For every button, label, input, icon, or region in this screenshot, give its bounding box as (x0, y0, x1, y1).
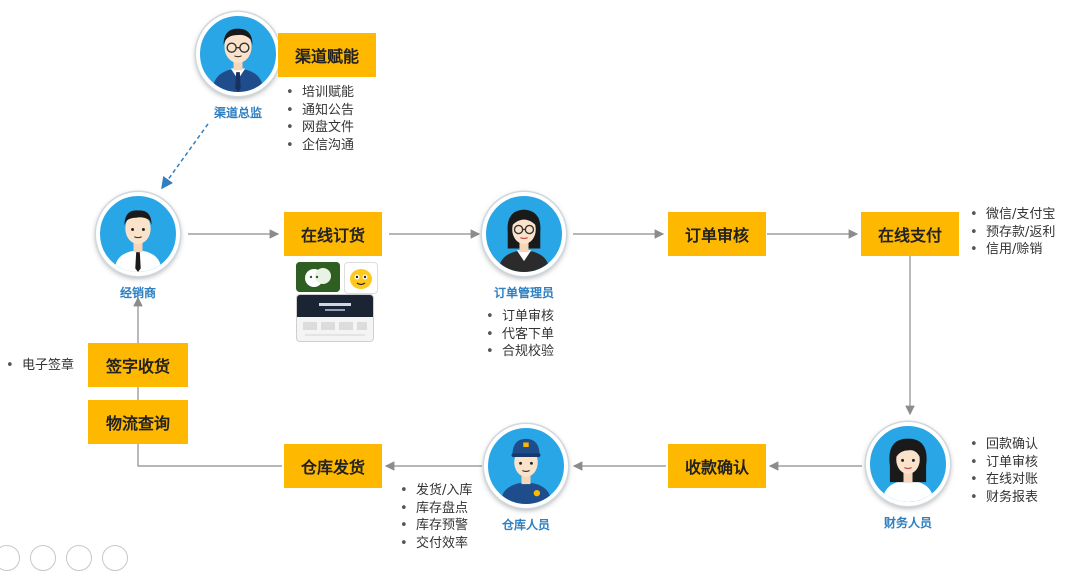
list-item: 回款确认 (970, 436, 1038, 454)
dashed-arrow-director-to-dealer (161, 123, 209, 190)
list-item: 通知公告 (286, 102, 354, 120)
dealer-label: 经销商 (119, 286, 156, 300)
list-item: 交付效率 (400, 535, 472, 553)
list-item: 电子签章 (6, 357, 74, 375)
list-item: 发货/入库 (400, 482, 472, 500)
online-pay-box: 在线支付 (861, 212, 959, 256)
pager-dot[interactable] (102, 545, 128, 571)
warehouse-list: 发货/入库 库存盘点 库存预警 交付效率 (400, 482, 472, 552)
payment-confirm-box: 收款确认 (668, 444, 766, 488)
app-mascot-icon (344, 262, 378, 294)
wechat-miniprogram-icon (296, 262, 340, 292)
warehouse-label: 仓库人员 (501, 518, 550, 532)
finance-list: 回款确认 订单审核 在线对账 财务报表 (970, 436, 1038, 506)
pager-dot[interactable] (30, 545, 56, 571)
channel-director-label: 渠道总监 (213, 106, 262, 120)
woman-finance-icon (882, 438, 934, 502)
list-item: 网盘文件 (286, 119, 354, 137)
sign-receive-box: 签字收货 (88, 343, 188, 387)
list-item: 合规校验 (486, 343, 554, 361)
channel-enable-box: 渠道赋能 (278, 33, 376, 77)
list-item: 订单审核 (486, 308, 554, 326)
list-item: 微信/支付宝 (970, 206, 1055, 224)
order-manager-list: 订单审核 代客下单 合规校验 (486, 308, 554, 361)
list-item: 库存预警 (400, 517, 472, 535)
dealer-avatar (96, 192, 180, 276)
warehouse-avatar (484, 424, 568, 508)
list-item: 培训赋能 (286, 84, 354, 102)
list-item: 企信沟通 (286, 137, 354, 155)
pager-dot[interactable] (66, 545, 92, 571)
woman-glasses-icon (498, 209, 550, 272)
online-pay-list: 微信/支付宝 预存款/返利 信用/赊销 (970, 206, 1055, 259)
order-review-box: 订单审核 (668, 212, 766, 256)
channel-director-avatar (196, 12, 280, 96)
finance-label: 财务人员 (883, 516, 932, 530)
order-manager-label: 订单管理员 (493, 286, 554, 300)
list-item: 订单审核 (970, 454, 1038, 472)
online-order-box: 在线订货 (284, 212, 382, 256)
list-item: 信用/赊销 (970, 241, 1055, 259)
sign-receive-list: 电子签章 (6, 357, 74, 375)
logistics-box: 物流查询 (88, 400, 188, 444)
pager-dot[interactable] (0, 545, 20, 571)
warehouse-ship-box: 仓库发货 (284, 444, 382, 488)
list-item: 库存盘点 (400, 500, 472, 518)
warehouse-worker-icon (500, 438, 552, 504)
list-item: 财务报表 (970, 489, 1038, 507)
man-white-shirt-icon (114, 210, 162, 272)
channel-director-list: 培训赋能 通知公告 网盘文件 企信沟通 (286, 84, 354, 154)
order-manager-avatar (482, 192, 566, 276)
list-item: 预存款/返利 (970, 224, 1055, 242)
finance-avatar (866, 422, 950, 506)
list-item: 代客下单 (486, 326, 554, 344)
web-portal-screenshot (296, 294, 374, 342)
list-item: 在线对账 (970, 471, 1038, 489)
businessman-glasses-icon (212, 28, 264, 92)
